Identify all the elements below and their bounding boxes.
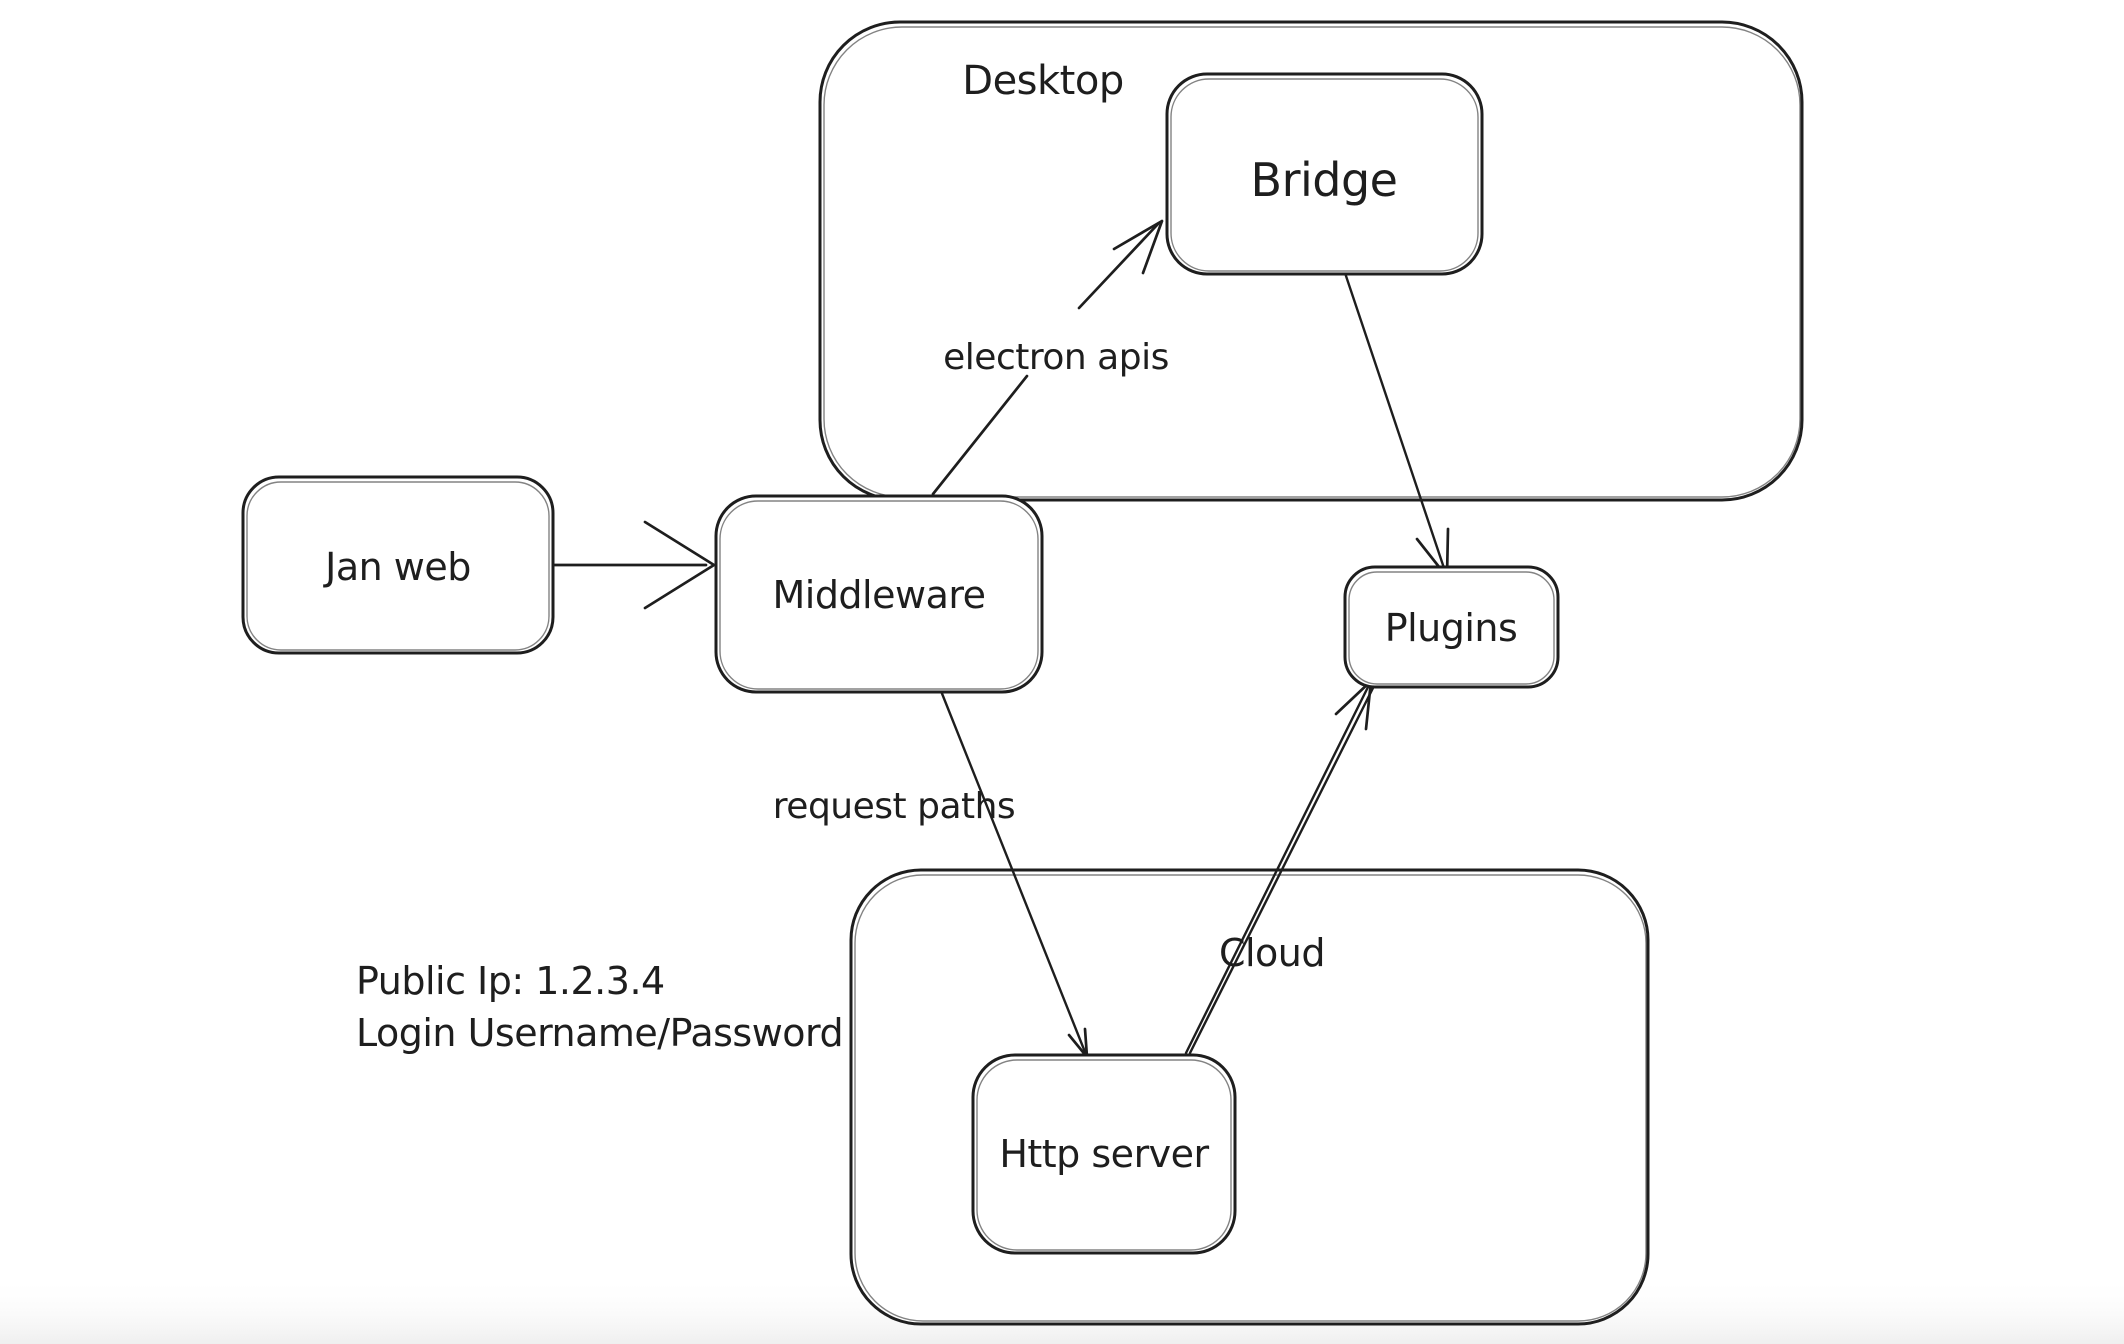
edge-label-request-paths: request paths — [773, 786, 1015, 827]
node-bridge[interactable]: Bridge — [1165, 72, 1484, 276]
cloud-container[interactable]: Cloud — [849, 868, 1650, 1326]
edge-middleware-to-bridge[interactable]: electron apis — [931, 219, 1169, 496]
arrowhead-up-right-icon — [1112, 219, 1164, 275]
node-http-server[interactable]: Http server — [971, 1053, 1237, 1255]
arrowhead-down-small-icon — [1067, 1027, 1089, 1059]
node-middleware-label: Middleware — [772, 573, 985, 617]
desktop-container-label: Desktop — [962, 58, 1123, 104]
node-jan-web-label: Jan web — [323, 545, 471, 589]
annotation-login: Login Username/Password — [356, 1011, 843, 1055]
node-bridge-label: Bridge — [1251, 153, 1398, 207]
annotation-credentials[interactable]: Public Ip: 1.2.3.4 Login Username/Passwo… — [356, 959, 844, 1055]
edge-label-electron-apis: electron apis — [943, 337, 1169, 378]
node-middleware[interactable]: Middleware — [714, 494, 1044, 694]
node-plugins[interactable]: Plugins — [1343, 565, 1560, 689]
node-plugins-label: Plugins — [1385, 606, 1518, 650]
node-http-server-label: Http server — [999, 1132, 1209, 1176]
node-jan-web[interactable]: Jan web — [241, 475, 555, 655]
annotation-public-ip: Public Ip: 1.2.3.4 — [356, 959, 665, 1003]
edge-jan-web-to-middleware[interactable] — [552, 520, 716, 610]
edge-middleware-to-http-server[interactable]: request paths — [773, 689, 1089, 1059]
arrowhead-right-icon — [643, 520, 716, 610]
